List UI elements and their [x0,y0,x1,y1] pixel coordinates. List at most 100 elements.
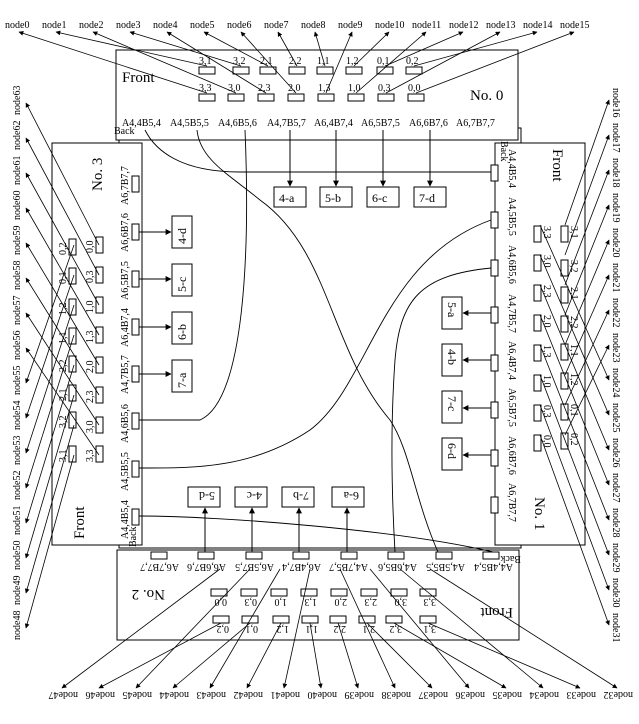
node-wire [240,31,297,94]
node-wire [25,102,100,246]
connector-label: A4,5B5,5 [426,561,465,572]
node-wire [203,31,269,67]
node-wire [92,31,237,94]
connector-label: A4,4B5,4 [474,561,513,572]
port-label: 3,0 [541,255,552,268]
port-label: 2,3 [365,596,378,607]
node-label: node34 [530,689,559,700]
port-label: 0,3 [85,271,96,284]
board-no3-front-label: Front [72,506,88,539]
node-wire [339,568,396,689]
link-label: 5-c [175,277,189,292]
port-label: 0,0 [85,241,96,254]
node-label: node53 [12,436,23,465]
node-wire [429,568,618,689]
node-wire [539,374,610,556]
board-no0: Front No. 0 Back 3,1 3,2 2,1 2,2 1,1 1,2… [114,49,519,141]
port-label: 2,2 [58,360,69,373]
board-no2-front-label: Front [480,604,513,620]
connector-label: A4,6B5,6 [218,118,257,129]
node-label: node19 [610,193,621,222]
port-label: 0,0 [541,435,552,448]
port-label: 2,2 [289,56,302,67]
node-label: node13 [486,20,515,31]
node-label: node37 [419,689,448,700]
connector-label: A4,4B5,4 [122,118,161,129]
board-no0-outline [115,49,519,141]
node-label: node59 [12,226,23,255]
node-wires [18,30,618,689]
node-wire [413,30,538,67]
node-label: node25 [610,403,621,432]
port-label: 0,3 [245,596,258,607]
link-label: 7-d [419,191,435,205]
port-label: 2,0 [85,361,96,374]
port-label: 3,3 [199,83,212,94]
port-label: 2,0 [335,596,348,607]
node-wire [564,134,610,256]
port-label: 0,2 [58,243,69,256]
connector-label: A6,6B7,6 [409,118,448,129]
connector-label: A4,5B5,5 [506,197,517,236]
node-label: node38 [382,689,411,700]
node-label: node42 [234,689,263,700]
short-arrows [139,130,491,552]
node-label: node46 [86,689,115,700]
connector-label: A6,6B7,6 [506,436,517,475]
connector-label: A4,6B5,6 [378,561,417,572]
node-label: node0 [5,20,29,31]
node-label: node9 [338,20,362,31]
node-wire [277,31,298,67]
connector-label: A6,4B7,4 [506,341,517,380]
connector-label: A4,4B5,4 [506,149,517,188]
links-left: 4-d 5-c 6-b 7-a [171,215,193,393]
node-label: node3 [116,20,140,31]
connector-label: A6,4B7,4 [120,308,131,347]
link-label: 6-c [372,191,387,205]
port-label: 3,1 [424,623,437,634]
connector-label: A6,6B7,6 [187,561,226,572]
link-label: 7-b [293,489,309,503]
crossing-wires [138,129,494,553]
port-label: 0,1 [377,56,390,67]
connector-label: A4,5B5,5 [120,452,131,491]
node-label: node2 [79,20,103,31]
connector-label: A4,5B5,5 [170,118,209,129]
port-label: 1,1 [568,344,579,357]
port-label: 3,2 [568,260,579,273]
port-label: 3,2 [233,56,246,67]
node-wire [25,207,100,336]
node-wire [564,309,610,406]
node-label: node21 [610,263,621,292]
node-wire [564,274,610,376]
node-label: node40 [308,689,337,700]
connector-label: A6,7B7,7 [456,118,495,129]
connector-label: A4,7B5,7 [267,118,306,129]
node-label: node55 [12,366,23,395]
node-wire [539,314,610,486]
connector-label: A4,7B5,7 [506,294,517,333]
board-no1-name: No. 1 [531,497,547,530]
node-label: node20 [610,228,621,257]
node-wire [135,568,251,689]
link-label: 7-a [175,372,189,388]
node-wire [309,622,323,689]
node-wire [25,137,100,276]
node-wire [539,404,610,591]
port-label: 1,0 [541,375,552,388]
node-wire [98,622,222,689]
port-label: 0,0 [408,83,421,94]
port-label: 1,0 [85,301,96,314]
port-label: 2,2 [568,316,579,329]
port-label: 1,3 [305,596,318,607]
link-label: 5-a [445,302,459,318]
connector-label: A6,5B7,5 [120,261,131,300]
node-wire [25,242,100,366]
port-label: 1,2 [58,303,69,316]
port-label: 3,0 [395,596,408,607]
connector-label: A4,7B5,7 [120,355,131,394]
node-label: node31 [610,613,621,642]
port-label: 1,2 [277,623,290,634]
connector-label: A6,6B7,6 [120,213,131,252]
